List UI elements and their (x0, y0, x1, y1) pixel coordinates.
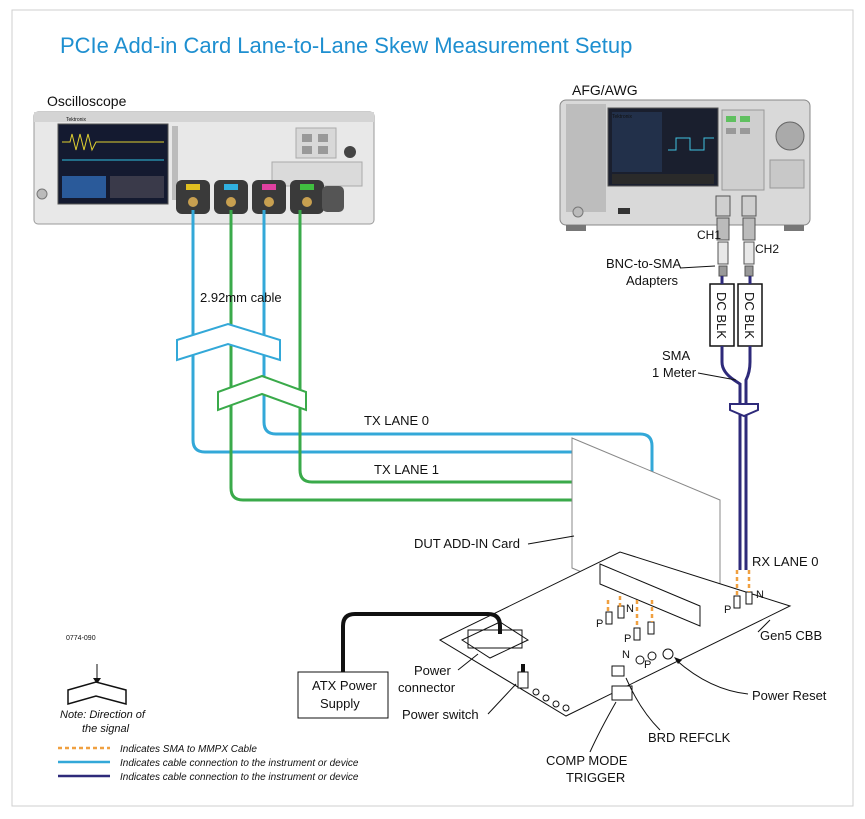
legend-note-1: Note: Direction of (60, 709, 146, 721)
frame-border (11, 9, 854, 807)
ch1-label: CH1 (697, 228, 721, 242)
cbb-board (438, 551, 792, 717)
power-connector-label-1: Power (414, 663, 452, 678)
sma-label-2: 1 Meter (652, 365, 697, 380)
legend-item-2: Indicates cable connection to the instru… (120, 772, 359, 783)
bnc-sma-label-1: BNC-to-SMA (606, 256, 681, 271)
power-cable (341, 612, 502, 672)
legend: Note: Direction of the signal Indicates … (58, 664, 359, 783)
pin-n-2: N (622, 649, 630, 661)
ch2-label: CH2 (755, 242, 779, 256)
diagram-title: PCIe Add-in Card Lane-to-Lane Skew Measu… (60, 33, 632, 58)
afg-instrument: Tektronix (559, 99, 811, 277)
pin-n-4: N (756, 589, 764, 601)
oscilloscope: Tektronix (33, 111, 375, 225)
bnc-sma-label-2: Adapters (626, 273, 679, 288)
pin-n-1: N (626, 603, 634, 615)
figure-id: 0774-090 (66, 635, 96, 642)
dut-label: DUT ADD-IN Card (414, 536, 520, 551)
atx-power-supply (297, 671, 389, 719)
legend-direction-icon (67, 681, 127, 705)
power-reset-label: Power Reset (752, 688, 827, 703)
legend-item-1: Indicates cable connection to the instru… (120, 758, 359, 769)
legend-item-0: Indicates SMA to MMPX Cable (120, 744, 257, 755)
dc-block-ch2: DC BLK (737, 283, 763, 347)
dc-blk-label-2: DC BLK (742, 292, 757, 339)
dc-blk-label-1: DC BLK (714, 292, 729, 339)
scope-brand: Tektronix (66, 117, 87, 123)
power-switch-label: Power switch (402, 707, 479, 722)
brd-refclk-label: BRD REFCLK (648, 730, 731, 745)
pin-p-2: P (624, 633, 631, 645)
legend-note-2: the signal (82, 723, 130, 735)
atx-label-1: ATX Power (312, 678, 377, 693)
gen5-label: Gen5 CBB (760, 628, 822, 643)
pin-p-1: P (596, 618, 603, 630)
pin-p-3: P (644, 659, 651, 671)
blue-direction-chevron (176, 322, 281, 362)
scope-channel-connectors (176, 180, 344, 214)
comp-mode-label-2: TRIGGER (566, 770, 625, 785)
oscilloscope-label: Oscilloscope (47, 93, 127, 109)
afg-brand: Tektronix (612, 114, 633, 120)
cable-292-label: 2.92mm cable (200, 290, 282, 305)
comp-mode-label-1: COMP MODE (546, 753, 628, 768)
green-direction-chevron (217, 374, 307, 412)
mmpx-cables (606, 570, 751, 628)
afg-outputs (715, 195, 757, 277)
dc-block-ch1: DC BLK (709, 283, 735, 347)
rx-lane0-label: RX LANE 0 (752, 554, 818, 569)
sma-direction-marker (729, 403, 759, 418)
tx-lane1-label: TX LANE 1 (374, 462, 439, 477)
tx-lane0-label: TX LANE 0 (364, 413, 429, 428)
afg-label: AFG/AWG (572, 82, 638, 98)
power-connector-label-2: connector (398, 680, 456, 695)
atx-label-2: Supply (320, 696, 360, 711)
pin-p-4: P (724, 604, 731, 616)
sma-label-1: SMA (662, 348, 691, 363)
